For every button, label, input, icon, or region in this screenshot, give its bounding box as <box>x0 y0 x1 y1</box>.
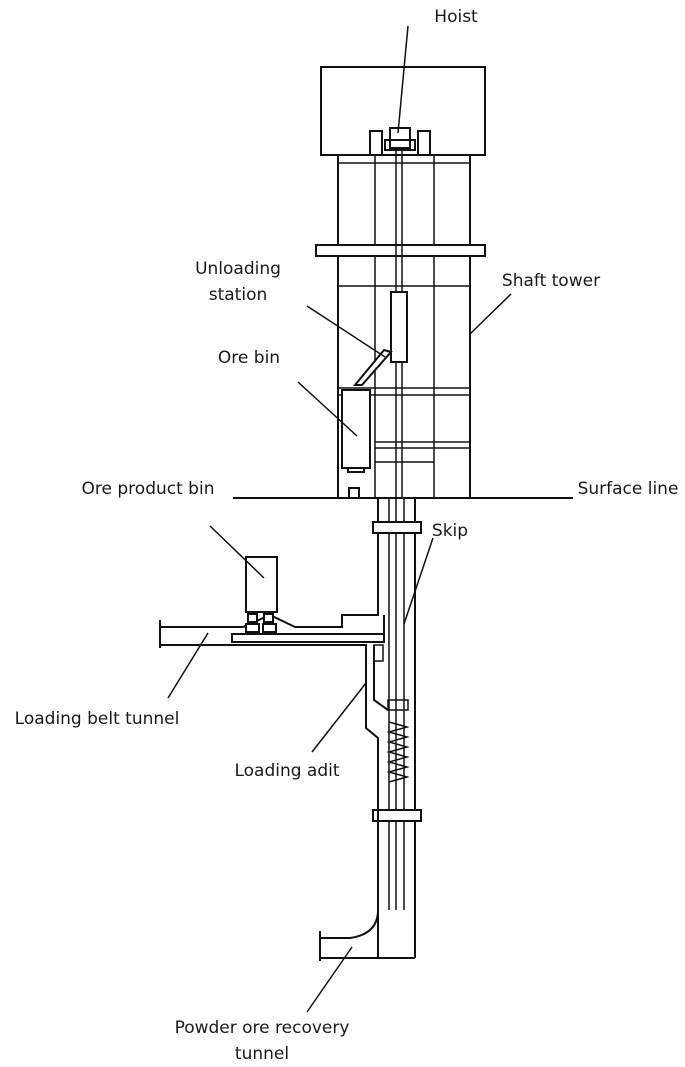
leader-lines <box>167 25 512 1013</box>
label-shaft-tower: Shaft tower <box>502 271 600 291</box>
loading-adit <box>354 644 389 958</box>
hoist-rope <box>395 150 403 498</box>
label-ore-product-bin: Ore product bin <box>82 479 215 499</box>
label-loading-belt-tunnel: Loading belt tunnel <box>15 709 180 729</box>
label-skip: Skip <box>432 521 468 541</box>
label-loading-adit: Loading adit <box>234 761 339 781</box>
label-powder-ore-recovery-line1: Powder ore recovery <box>175 1018 350 1038</box>
loading-belt-tunnel <box>159 556 385 648</box>
underground-shaft <box>372 498 422 958</box>
label-unloading-station-line1: Unloading <box>195 259 281 279</box>
label-powder-ore-recovery-line2: tunnel <box>235 1044 289 1064</box>
label-hoist: Hoist <box>434 7 478 27</box>
skip-at-unloading-station <box>352 291 408 386</box>
label-unloading-station-line2: station <box>209 285 268 305</box>
label-ore-bin: Ore bin <box>218 348 280 368</box>
powder-ore-recovery-tunnel <box>319 909 415 961</box>
hoist-house <box>320 66 486 156</box>
shaft-tower <box>315 155 486 499</box>
label-surface-line: Surface line <box>578 479 679 499</box>
